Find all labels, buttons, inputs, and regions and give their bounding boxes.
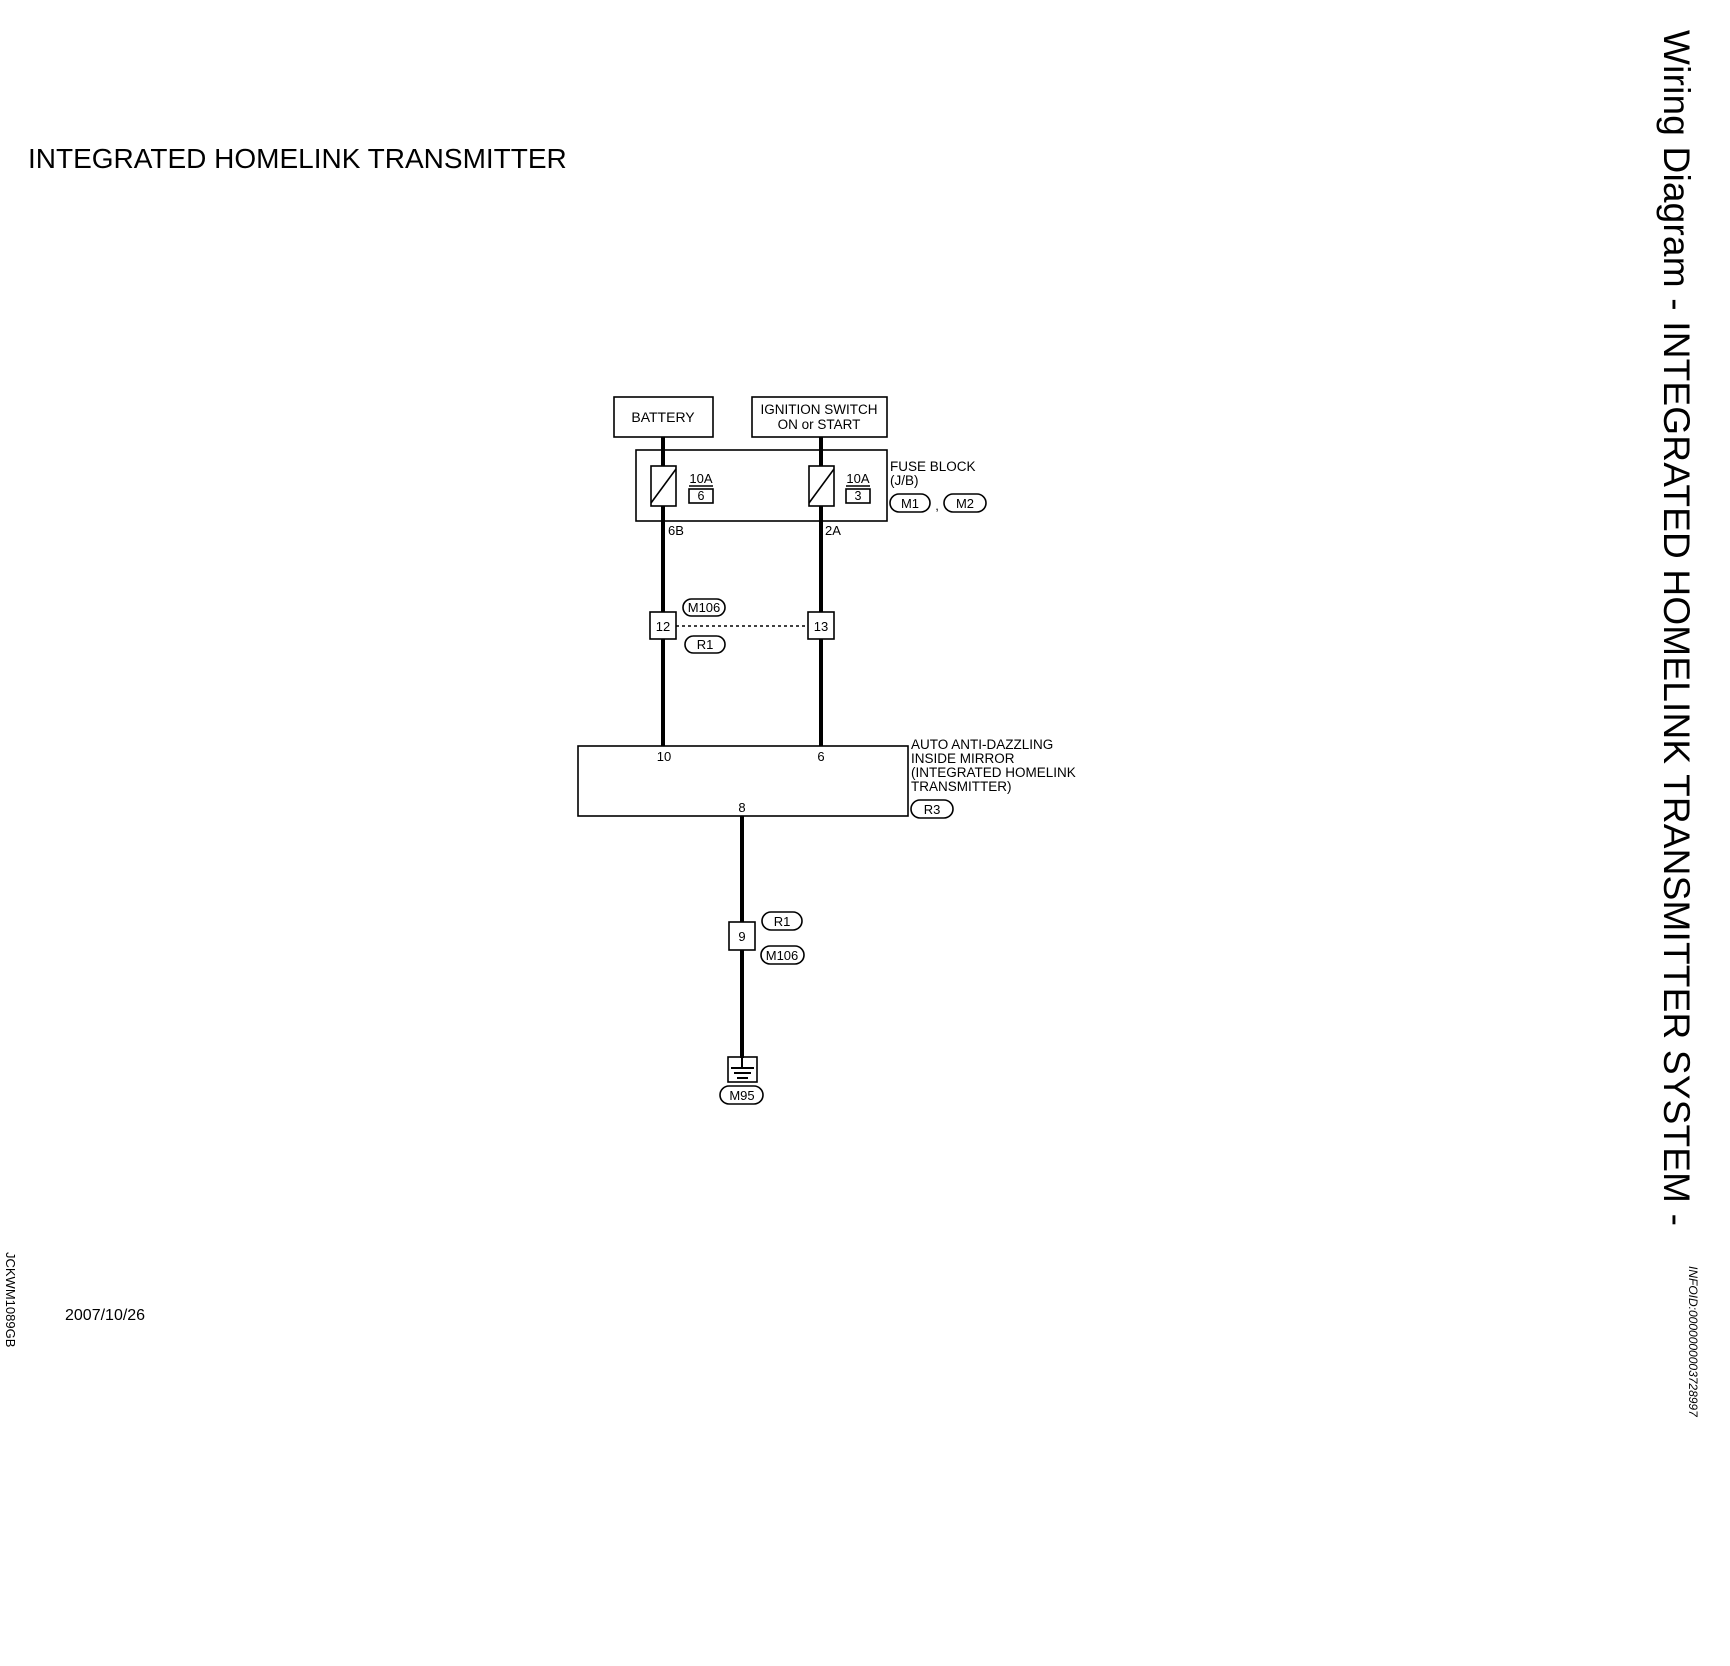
fuse-left-number: 6: [698, 489, 705, 503]
mirror-label-line2: INSIDE MIRROR: [911, 751, 1015, 766]
connector-tag-m106-lower: [760, 945, 805, 965]
connector-tag-r3: [910, 799, 954, 819]
joint-upper-pin-left: 12: [656, 619, 670, 634]
ignition-switch-box: IGNITION SWITCH ON or START: [751, 396, 888, 438]
battery-box: BATTERY: [613, 396, 714, 438]
joint-upper-connector-bottom: R1: [697, 637, 714, 652]
fuse-left-terminal: 6B: [668, 523, 684, 538]
connector-tag-m2: [943, 493, 987, 513]
auto-anti-dazzling-mirror: 10 6 8 AUTO ANTI-DAZZLING INSIDE MIRROR …: [577, 737, 1076, 819]
connector-tag-r1-lower: [761, 911, 803, 931]
ignition-switch-line2: ON or START: [778, 417, 861, 432]
page-title: INTEGRATED HOMELINK TRANSMITTER: [28, 143, 567, 174]
wiring-diagram: BATTERY IGNITION SWITCH ON or START 10A …: [577, 396, 1076, 1105]
mirror-pin-bottom: 8: [738, 800, 745, 815]
connector-separator: ,: [935, 498, 939, 513]
ground-symbol: M95: [719, 1056, 764, 1105]
mirror-label-line4: TRANSMITTER): [911, 779, 1012, 794]
joint-lower-connector-top: R1: [774, 914, 791, 929]
joint-upper-connector-top: M106: [688, 600, 721, 615]
ignition-switch-line1: IGNITION SWITCH: [761, 402, 878, 417]
connector-m1-label: M1: [901, 496, 919, 511]
ground-connector: M95: [729, 1088, 754, 1103]
mirror-connector: R3: [924, 802, 941, 817]
joint-lower-pin: 9: [738, 929, 745, 944]
fuse-left-amps: 10A: [689, 471, 712, 486]
fuse-block: 10A 6 6B 10A 3 2A FUSE BLOCK (J/B) M1 , …: [635, 449, 987, 538]
battery-label: BATTERY: [631, 409, 695, 425]
connector-m2-label: M2: [956, 496, 974, 511]
connector-tag-m1: [889, 493, 931, 513]
joint-connector-lower: 9 R1 M106: [728, 911, 805, 965]
connector-tag-m106-upper: [682, 598, 726, 617]
joint-upper-pin-right: 13: [814, 619, 828, 634]
fuse-block-name-line1: FUSE BLOCK: [890, 459, 976, 474]
joint-lower-connector-bottom: M106: [766, 948, 799, 963]
fuse-block-name-line2: (J/B): [890, 473, 919, 488]
mirror-label-line1: AUTO ANTI-DAZZLING: [911, 737, 1053, 752]
fuse-right-amps: 10A: [846, 471, 869, 486]
connector-tag-r1-upper: [684, 635, 726, 654]
page-date: 2007/10/26: [65, 1307, 146, 1324]
fuse-right-terminal: 2A: [825, 523, 841, 538]
mirror-pin-right: 6: [817, 749, 824, 764]
connector-tag-m95: [719, 1085, 764, 1105]
joint-connector-upper: 12 13 M106 R1: [649, 598, 835, 654]
mirror-pin-left: 10: [657, 749, 671, 764]
mirror-label-line3: (INTEGRATED HOMELINK: [911, 765, 1076, 780]
fuse-right-number: 3: [855, 489, 862, 503]
